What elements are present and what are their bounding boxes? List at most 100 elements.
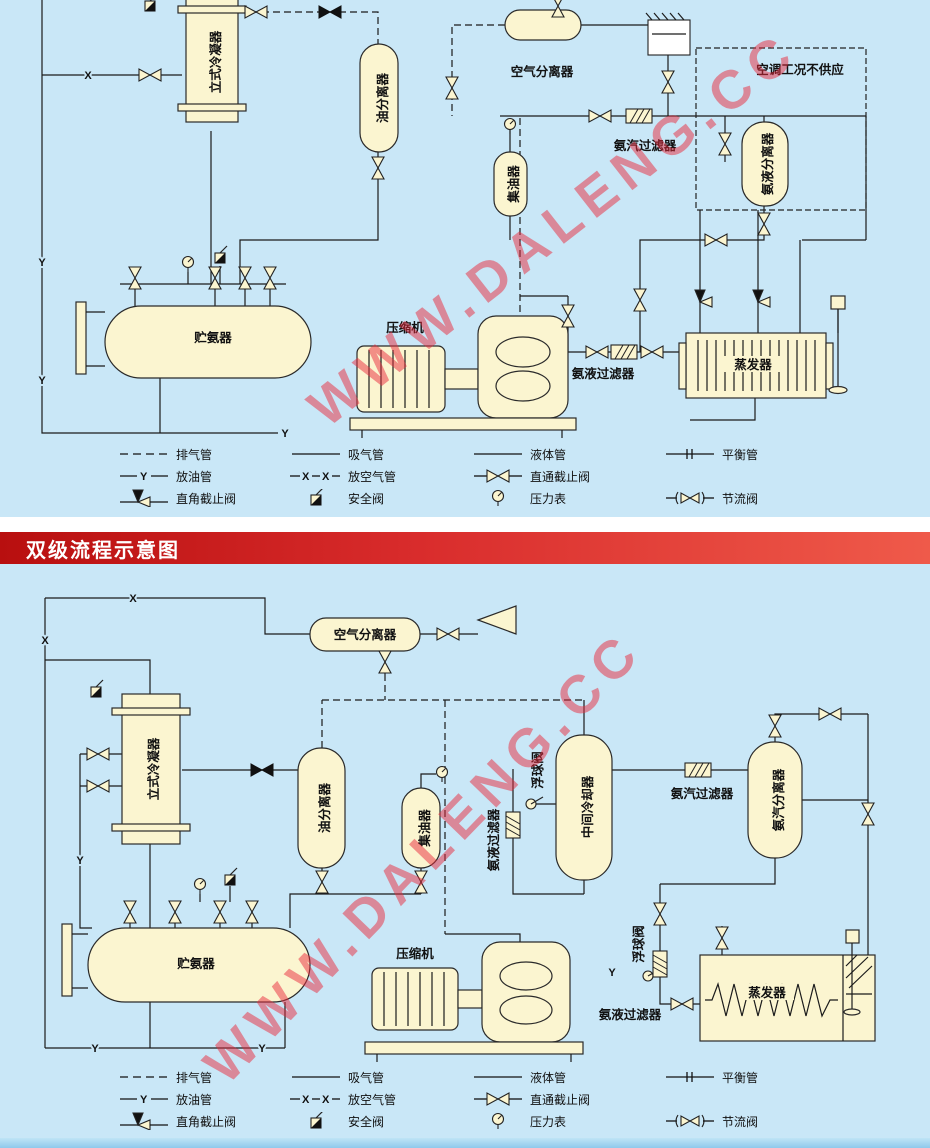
compressor-label: 压缩机: [386, 320, 424, 335]
pressure-gauge-icon: [193, 877, 207, 895]
filter-icon: [610, 344, 638, 360]
oil-separator-1: 油分离器: [359, 43, 399, 153]
single-stage-section: 立式冷凝器 油分离器 空气分离器 空调工况不供应 氨液分离器 氨汽过: [0, 0, 930, 517]
air-separator-label: 空气分离器: [334, 627, 397, 642]
filter-icon: [505, 811, 521, 839]
evaporator-label: 蒸发器: [748, 985, 786, 1000]
valve-icon: [551, 0, 565, 18]
y-line-icon: Y: [120, 471, 168, 483]
valve-icon: [86, 779, 110, 793]
balance-line-icon: [666, 1072, 714, 1082]
oil-collector-1: 集油器: [493, 151, 528, 217]
compressor-unit-2: 压缩机: [364, 941, 584, 1062]
solid-line-icon: [474, 453, 522, 455]
filter-icon: [652, 950, 668, 978]
legend-item-angle-stop-valve: 直角截止阀: [118, 1112, 290, 1130]
ammonia-vapor-separator: 氨汽分离器: [747, 741, 803, 859]
compressor-unit-1: 压缩机: [349, 315, 577, 438]
valve-icon: [315, 870, 329, 894]
evaporator-label: 蒸发器: [734, 357, 772, 372]
pipe-marker: Y: [38, 375, 46, 387]
legend-item-safety-valve: 安全阀: [290, 489, 472, 507]
pressure-gauge-icon: [491, 1112, 505, 1130]
ammonia-liquid-separator-1: 氨液分离器: [741, 121, 789, 207]
pipe-marker: X: [84, 70, 92, 82]
valve-icon: [213, 900, 227, 924]
float-valve-upper-label: 浮球阀: [530, 751, 545, 789]
oil-collector-label: 集油器: [506, 165, 521, 204]
valve-icon: [640, 345, 664, 359]
legend-item-exhaust-pipe: 排气管: [118, 1068, 290, 1086]
oil-separator-label: 油分离器: [317, 783, 332, 834]
safety-valve-icon: [214, 245, 228, 264]
valve-icon: [768, 714, 782, 738]
vertical-condenser-label: 立式冷凝器: [146, 737, 161, 800]
section-title: 双级流程示意图: [26, 539, 180, 562]
two-stage-section: 空气分离器 立式冷凝器 油分离器 集油器 氨液过滤器 浮球阀: [0, 564, 930, 1138]
valve-icon: [318, 5, 342, 19]
angle-valve-icon: [120, 1112, 168, 1130]
legend-2: 排气管 吸气管 液体管 平衡管 Y 放油管: [118, 1066, 824, 1132]
svg-text:X: X: [322, 471, 330, 483]
legend-item-oil-drain-pipe: Y 放油管: [118, 467, 290, 485]
valve-icon: [718, 132, 732, 156]
vertical-condenser-1: 立式冷凝器: [177, 0, 247, 123]
valve-icon: [653, 902, 667, 926]
legend-item-throttle-valve: 节流阀: [664, 489, 822, 507]
valve-icon: [661, 70, 675, 94]
legend-item-pressure-gauge: 压力表: [472, 1112, 664, 1130]
float-valve-lower-label: 浮球阀: [631, 925, 646, 963]
y-line-icon: Y: [120, 1094, 168, 1106]
vertical-condenser-label: 立式冷凝器: [208, 30, 223, 93]
oil-separator-label: 油分离器: [375, 73, 390, 124]
single-stage-diagram: 立式冷凝器 油分离器 空气分离器 空调工况不供应 氨液分离器 氨汽过: [36, 0, 867, 442]
svg-text:X: X: [302, 1094, 310, 1106]
pressure-gauge-icon: [181, 255, 195, 273]
compressor-label: 压缩机: [396, 946, 434, 961]
legend-item-balance-pipe: 平衡管: [664, 445, 822, 463]
stop-valve-icon: [474, 1092, 522, 1106]
valve-icon: [86, 747, 110, 761]
solid-line-icon: [292, 453, 340, 455]
safety-valve-icon: [310, 489, 324, 506]
float-valve-icon: [525, 796, 544, 810]
svg-text:Y: Y: [140, 471, 148, 483]
ac-region-box: [695, 47, 867, 211]
oil-collector-label: 集油器: [417, 809, 432, 848]
pressure-gauge-icon: [435, 765, 449, 783]
bottom-strip: [0, 1138, 930, 1148]
valve-icon: [670, 997, 694, 1011]
legend-item-liquid-pipe: 液体管: [472, 1068, 664, 1086]
air-separator-label: 空气分离器: [511, 64, 574, 79]
pipe-marker: X: [41, 635, 49, 647]
valve-icon: [123, 900, 137, 924]
pipe-marker: X: [129, 593, 137, 605]
ammonia-liquid-filter-label: 氨液过滤器: [572, 366, 635, 381]
dashed-line-icon: [120, 453, 168, 455]
evaporator-1: 蒸发器: [678, 332, 834, 399]
legend-item-suction-pipe: 吸气管: [290, 445, 472, 463]
pipe-marker: Y: [608, 967, 616, 979]
agitator-2: [843, 929, 861, 1016]
ammonia-receiver-label: 贮氨器: [193, 330, 232, 345]
legend-item-oil-drain-pipe: Y 放油管: [118, 1090, 290, 1108]
pipe-marker: Y: [91, 1043, 99, 1055]
legend-item-angle-stop-valve: 直角截止阀: [118, 489, 290, 507]
valve-icon: [861, 802, 875, 826]
valve-icon: [245, 900, 259, 924]
vertical-condenser-2: 立式冷凝器: [111, 693, 191, 845]
valve-icon: [818, 707, 842, 721]
oil-collector-2: 集油器: [401, 787, 441, 869]
filter-icon: [625, 108, 653, 124]
pressure-gauge-icon: [491, 489, 505, 507]
evaporator-2: 蒸发器: [699, 954, 876, 1042]
section-title-bar: 双级流程示意图: [0, 532, 930, 564]
pipe-marker: Y: [76, 855, 84, 867]
safety-valve-icon: [310, 1112, 324, 1129]
air-separator-2: 空气分离器: [309, 617, 421, 652]
valve-icon: [704, 233, 728, 247]
